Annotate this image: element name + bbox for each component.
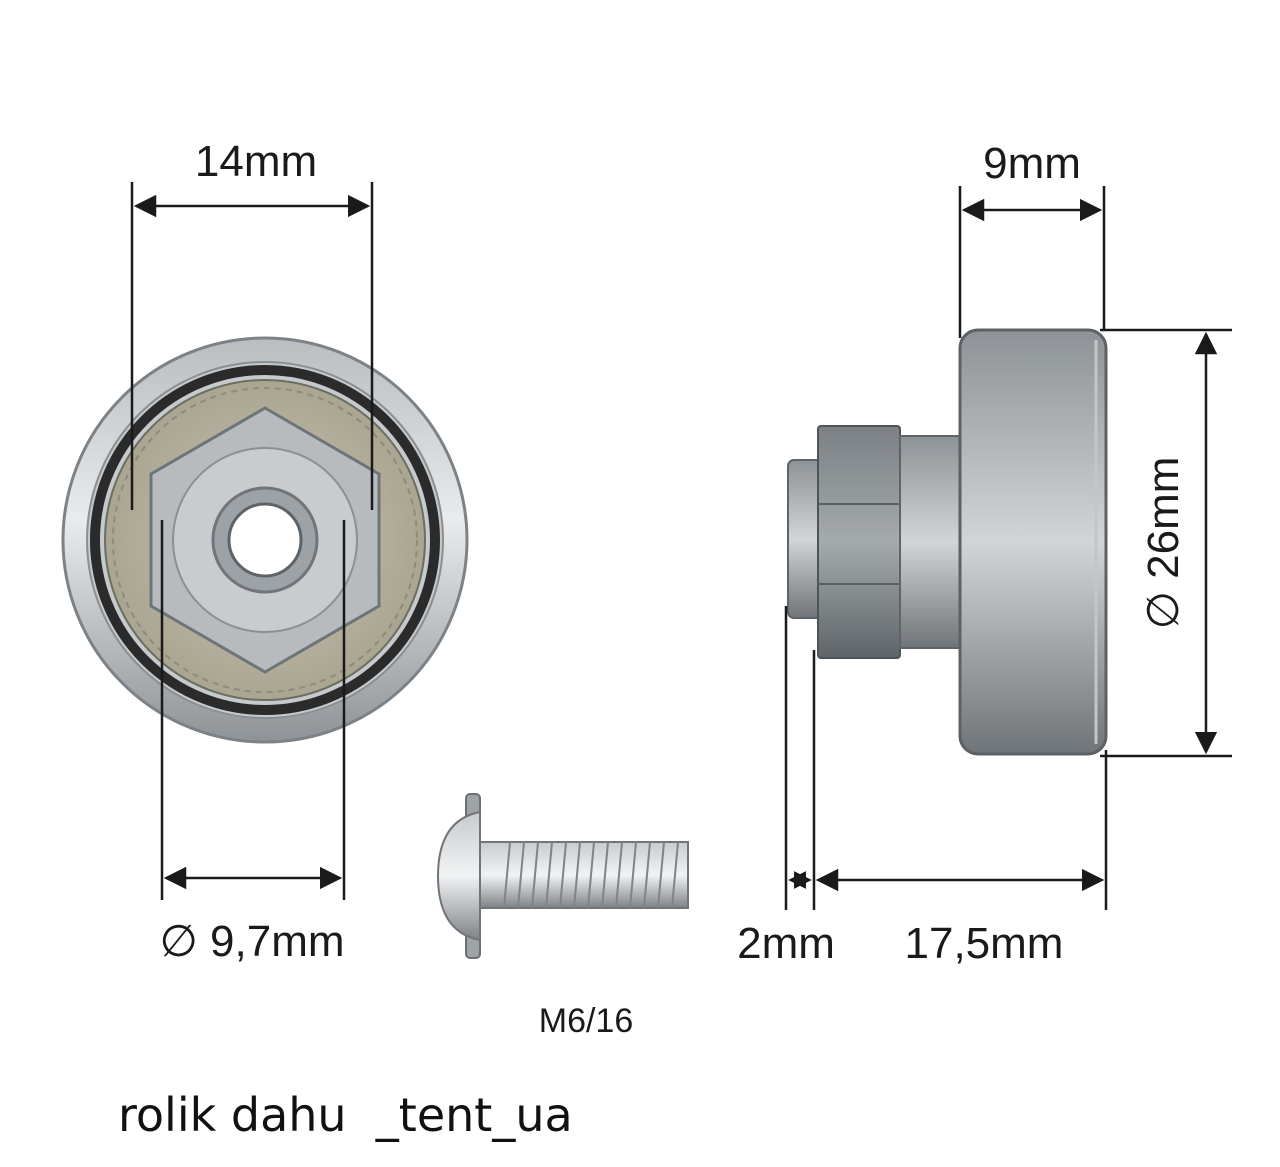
caption: rolik dahu _tent_ua: [118, 1088, 573, 1142]
roller-tire-side: [958, 328, 1108, 756]
front-width-dimension: 14mm: [130, 137, 374, 510]
bolt-m6: M6/16: [436, 793, 689, 1040]
roller-side-view: [787, 328, 1108, 756]
total-length-label: 17,5mm: [905, 919, 1064, 968]
outer-diameter-dimension: ∅ 26mm: [1100, 328, 1232, 758]
bolt-label: M6/16: [539, 1002, 634, 1040]
side-width-label: 9mm: [983, 139, 1081, 188]
length-dimensions: 2mm 17,5mm: [737, 606, 1108, 968]
roller-front-view: [61, 336, 469, 744]
side-width-dimension: 9mm: [958, 139, 1106, 338]
bore-diameter-label: ∅ 9,7mm: [159, 917, 344, 966]
bore-hole: [227, 502, 303, 578]
outer-diameter-label: ∅ 26mm: [1139, 457, 1188, 630]
bore-dimension: ∅ 9,7mm: [159, 520, 346, 966]
bolt-thread: [503, 841, 679, 909]
shoulder-label: 2mm: [737, 919, 835, 968]
front-width-label: 14mm: [195, 137, 317, 186]
